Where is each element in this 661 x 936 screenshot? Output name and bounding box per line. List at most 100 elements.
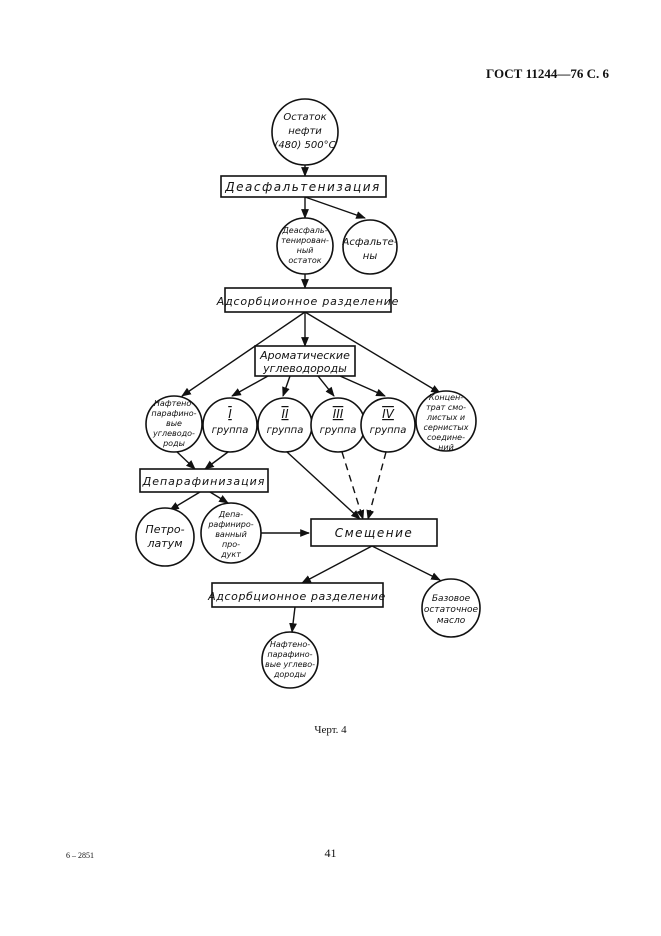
mixing-label: Смещение <box>335 526 414 540</box>
svg-text:вые углево-: вые углево- <box>265 660 315 669</box>
naphthenic-label-1: Нафтено- парафино- вые углеводо- роды <box>151 399 196 448</box>
deparaffinized-label: Депа- рафиниро- ванный про- дукт <box>207 510 253 559</box>
flow-arrows <box>169 165 441 633</box>
svg-text:углеводо-: углеводо- <box>152 429 195 438</box>
arrow-deasphalting-to-asphaltenes <box>304 196 366 219</box>
arrow-mixing-to-base-oil <box>371 545 441 581</box>
concentrate-label: Концен- трат смо- листых и сернистых сое… <box>424 393 469 452</box>
svg-text:группа: группа <box>267 425 304 436</box>
deparaffinization-label: Депарафинизация <box>142 475 266 488</box>
concentrate-node <box>415 390 477 452</box>
svg-text:Асфальте-: Асфальте- <box>342 237 398 248</box>
svg-text:Базовое: Базовое <box>432 594 471 604</box>
group4-label: IV группа <box>370 407 407 436</box>
svg-text:масло: масло <box>437 616 466 626</box>
arrow-aromatic-to-group3 <box>317 375 335 397</box>
svg-text:III: III <box>333 407 344 421</box>
arrow-aromatic-to-group1 <box>231 375 269 397</box>
group1-node <box>202 397 258 453</box>
naphthenic-label-2: Нафтено- парафино- вые углево- дороды <box>265 640 315 679</box>
adsorption-box-2 <box>211 582 384 608</box>
svg-text:Деасфаль-: Деасфаль- <box>282 226 328 235</box>
svg-text:углеводороды: углеводороды <box>262 362 347 375</box>
svg-text:тенирован-: тенирован- <box>281 236 329 245</box>
aromatic-label: Ароматические углеводороды <box>259 349 350 375</box>
footer-code: 6 – 2851 <box>66 851 94 860</box>
svg-text:ний: ний <box>438 443 454 452</box>
naphthenic-node-1 <box>145 395 203 453</box>
deasphalting-box <box>220 175 387 198</box>
arrow-adsorption2-to-naphthenic <box>289 606 297 633</box>
svg-text:про-: про- <box>222 540 240 549</box>
svg-text:вые: вые <box>166 419 182 428</box>
svg-text:Петро-: Петро- <box>145 523 184 536</box>
svg-text:ванный: ванный <box>215 530 247 539</box>
arrow-group3-to-mixing-dashed <box>341 451 365 520</box>
petrolatum-label: Петро- латум <box>145 523 184 550</box>
svg-text:Нафтено-: Нафтено- <box>154 399 194 408</box>
base-oil-node <box>421 578 481 638</box>
naphthenic-node-2 <box>261 631 319 689</box>
mixing-box <box>310 518 438 547</box>
arrow-deparaffinization-to-petrolatum <box>169 491 201 511</box>
arrow-adsorption-to-concentrate <box>304 311 441 394</box>
svg-text:Ароматические: Ароматические <box>259 349 350 362</box>
svg-text:парафино-: парафино- <box>151 409 196 418</box>
arrow-mixing-to-adsorption2 <box>301 545 373 584</box>
svg-text:ный: ный <box>297 246 314 255</box>
arrow-naphthenic-to-deparaffinization <box>175 450 196 470</box>
svg-text:группа: группа <box>370 425 407 436</box>
deparaffinization-box <box>139 468 269 493</box>
arrow-group4-to-mixing-dashed <box>366 451 387 520</box>
adsorption-box-1 <box>224 287 392 313</box>
arrow-aromatic-to-group4 <box>339 375 386 397</box>
base-oil-label: Базовое остаточное масло <box>424 594 479 626</box>
deparaffinized-node <box>200 502 262 564</box>
group2-label: II группа <box>267 407 304 436</box>
deasph-residue-label: Деасфаль- тенирован- ный остаток <box>281 226 329 265</box>
aromatic-box <box>254 345 356 377</box>
group4-node <box>360 397 416 453</box>
svg-text:рафиниро-: рафиниро- <box>207 520 253 529</box>
svg-text:(480) 500°C: (480) 500°C <box>274 140 335 151</box>
adsorption-label-1: Адсорбционное разделение <box>216 295 399 308</box>
svg-text:остаточное: остаточное <box>424 605 479 615</box>
document-header: ГОСТ 11244—76 С. 6 <box>486 66 609 81</box>
svg-text:II: II <box>281 407 289 421</box>
svg-text:дороды: дороды <box>273 670 306 679</box>
residue-node <box>271 98 339 166</box>
svg-text:листых и: листых и <box>426 413 465 422</box>
svg-text:Концен-: Концен- <box>429 393 463 402</box>
group1-label: I группа <box>212 407 249 436</box>
svg-text:сернистых: сернистых <box>424 423 469 432</box>
asphaltenes-node <box>342 219 398 275</box>
petrolatum-node <box>135 507 195 567</box>
svg-text:ны: ны <box>363 251 378 262</box>
group3-label: III группа <box>320 407 357 436</box>
svg-text:дукт: дукт <box>220 550 241 559</box>
asphaltenes-label: Асфальте- ны <box>342 237 398 262</box>
svg-text:соедине-: соедине- <box>427 433 465 442</box>
deasph-residue-node <box>276 217 334 275</box>
arrow-group1-to-deparaffinization <box>204 451 229 470</box>
arrow-deparaffinization-to-deparaffinized <box>209 491 229 504</box>
svg-text:нефти: нефти <box>288 126 322 137</box>
figure-caption: Черт. 4 <box>314 724 347 736</box>
svg-text:парафино-: парафино- <box>267 650 312 659</box>
svg-text:группа: группа <box>320 425 357 436</box>
svg-text:Остаток: Остаток <box>283 112 326 123</box>
svg-text:группа: группа <box>212 425 249 436</box>
arrow-aromatic-to-group2 <box>282 375 291 397</box>
svg-text:IV: IV <box>382 407 395 421</box>
arrow-group2-to-mixing <box>286 451 361 520</box>
svg-text:Нафтено-: Нафтено- <box>270 640 310 649</box>
page-number: 41 <box>324 846 337 860</box>
adsorption-label-2: Адсорбционное разделение <box>207 590 386 603</box>
deasphalting-label: Деасфальтенизация <box>224 180 381 194</box>
svg-text:роды: роды <box>162 439 185 448</box>
residue-label: Остаток нефти (480) 500°C <box>274 112 335 151</box>
svg-text:Депа-: Депа- <box>218 510 243 519</box>
arrow-adsorption-to-naphthenic <box>181 311 306 397</box>
svg-text:остаток: остаток <box>288 256 321 265</box>
